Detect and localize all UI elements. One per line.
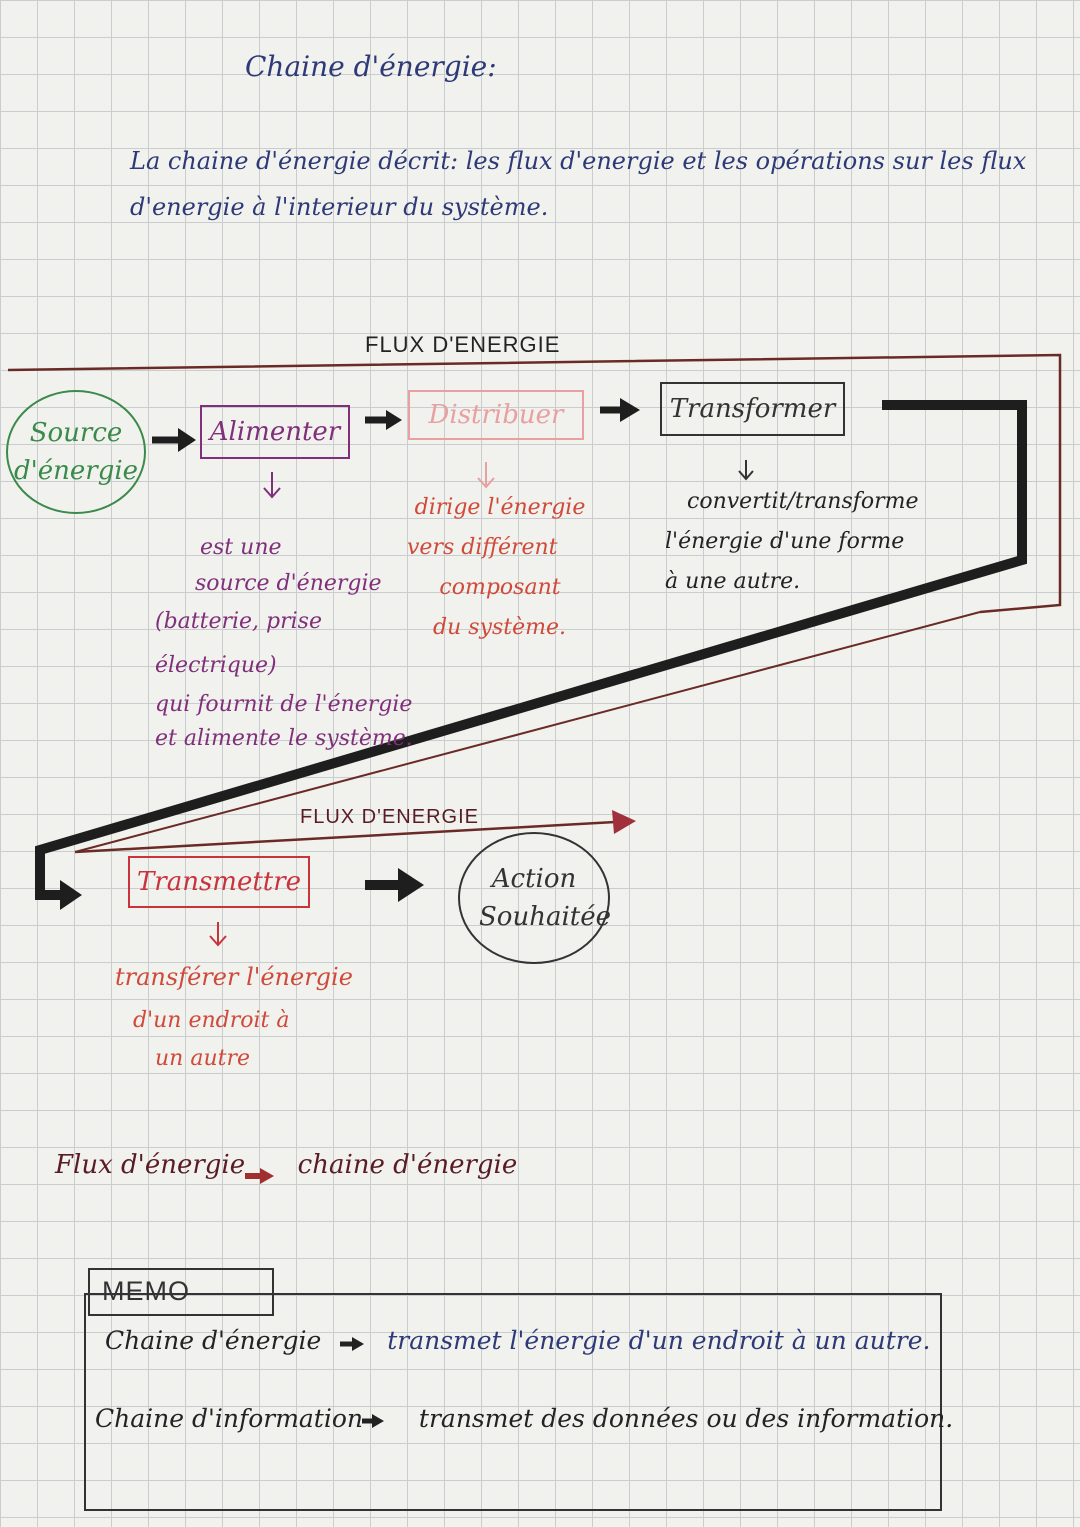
- desc-transmettre-line: transférer l'énergie: [115, 963, 353, 991]
- flux-outline-top: [7, 353, 1062, 614]
- arrow-right-icon: [600, 398, 640, 422]
- memo-box: [84, 1293, 942, 1511]
- desc-alimenter-line: est une: [200, 535, 282, 560]
- arrow-down-icon: [477, 462, 495, 489]
- flux-outline-bottom: [74, 820, 616, 854]
- memo-row-1-term: Chaine d'énergie: [105, 1326, 322, 1355]
- desc-distribuer-line: vers différent: [407, 535, 558, 560]
- desc-alimenter-line: et alimente le système.: [155, 726, 413, 751]
- arrow-down-icon: [263, 472, 281, 499]
- flux-outline-diagonal: [74, 611, 981, 853]
- desc-transformer-line: l'énergie d'une forme: [665, 529, 905, 554]
- arrow-right-icon: [340, 1337, 364, 1351]
- desc-transmettre-line: d'un endroit à: [133, 1008, 290, 1033]
- arrow-down-icon: [209, 922, 227, 947]
- arrow-right-icon: [245, 1168, 274, 1184]
- arrow-right-icon: [152, 428, 196, 452]
- arrow-right-icon: [365, 410, 402, 430]
- node-alimenter: Alimenter: [200, 405, 350, 459]
- node-source-label: Source d'énergie: [13, 418, 139, 486]
- intro-text: La chaine d'énergie décrit: les flux d'e…: [130, 147, 1027, 221]
- summary-right: chaine d'énergie: [297, 1150, 518, 1180]
- desc-transformer: convertit/transforme l'énergie d'une for…: [665, 482, 945, 602]
- arrow-right-icon: [365, 868, 424, 902]
- desc-distribuer-line: du système.: [433, 615, 566, 640]
- page-title: Chaine d'énergie:: [245, 50, 497, 83]
- node-action: Action Souhaitée: [458, 832, 611, 964]
- arrow-right-icon: [612, 810, 636, 834]
- node-action-label: Action Souhaitée: [479, 864, 611, 932]
- node-distribuer: Distribuer: [408, 390, 584, 440]
- desc-alimenter: est une source d'énergie (batterie, pris…: [155, 528, 435, 756]
- memo-row-1: Chaine d'énergie transmet l'énergie d'un…: [105, 1326, 930, 1355]
- memo-row-2-def: transmet des données ou des information.: [418, 1404, 954, 1433]
- arrow-right-icon: [60, 880, 82, 910]
- arrow-right-icon: [362, 1414, 384, 1428]
- node-transmettre-label: Transmettre: [136, 867, 302, 897]
- desc-alimenter-line: qui fournit de l'énergie: [155, 692, 413, 717]
- desc-transformer-line: à une autre.: [665, 569, 801, 594]
- desc-alimenter-line: (batterie, prise électrique): [155, 609, 322, 678]
- desc-distribuer-line: dirige l'énergie: [414, 495, 586, 520]
- arrow-down-icon: [738, 460, 754, 481]
- desc-alimenter-line: source d'énergie: [195, 571, 382, 596]
- flux-label-bottom: FLUX D'ENERGIE: [300, 806, 479, 828]
- desc-distribuer: dirige l'énergie vers différent composan…: [395, 488, 605, 648]
- node-transformer: Transformer: [660, 382, 845, 436]
- node-transformer-label: Transformer: [669, 394, 836, 424]
- summary-line: Flux d'énergie chaine d'énergie: [55, 1150, 517, 1180]
- memo-tab: MEMO: [88, 1268, 274, 1316]
- desc-transformer-line: convertit/transforme: [687, 489, 919, 514]
- memo-row-2-term: Chaine d'information: [95, 1404, 364, 1433]
- summary-left: Flux d'énergie: [55, 1150, 246, 1180]
- flux-label-top: FLUX D'ENERGIE: [365, 332, 561, 357]
- memo-row-2: Chaine d'information transmet des donnée…: [95, 1404, 953, 1433]
- memo-row-1-def: transmet l'énergie d'un endroit à un aut…: [387, 1326, 931, 1355]
- desc-transmettre-line: un autre: [155, 1046, 250, 1071]
- flow-path-icon: [35, 400, 1027, 900]
- node-distribuer-label: Distribuer: [428, 400, 564, 430]
- desc-distribuer-line: composant: [439, 575, 561, 600]
- node-transmettre: Transmettre: [128, 856, 310, 908]
- node-alimenter-label: Alimenter: [209, 417, 341, 447]
- node-source: Source d'énergie: [6, 390, 146, 514]
- desc-transmettre: transférer l'énergie d'un endroit à un a…: [115, 955, 375, 1075]
